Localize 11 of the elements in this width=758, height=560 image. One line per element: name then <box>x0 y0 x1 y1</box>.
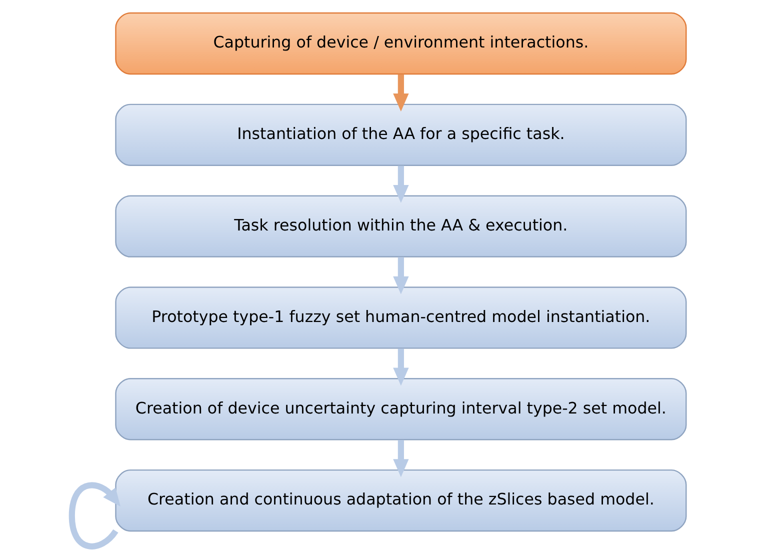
arrow <box>393 74 409 112</box>
arrow <box>393 166 409 203</box>
node-box: Prototype type-1 fuzzy set human-centred model instantiation. <box>115 286 687 349</box>
arrow <box>393 440 409 478</box>
node-box: Task resolution within the AA & execution. <box>115 195 687 258</box>
node-box: Creation and continuous adaptation of the zSlices based model. <box>115 469 687 532</box>
node-box: Instantiation of the AA for a specific task. <box>115 104 687 166</box>
node-box: Creation of device uncertainty capturing interval type-2 set model. <box>115 378 687 440</box>
node-box: Capturing of device / environment interactions. <box>115 12 687 75</box>
arrow <box>393 348 409 386</box>
arrow <box>393 257 409 294</box>
